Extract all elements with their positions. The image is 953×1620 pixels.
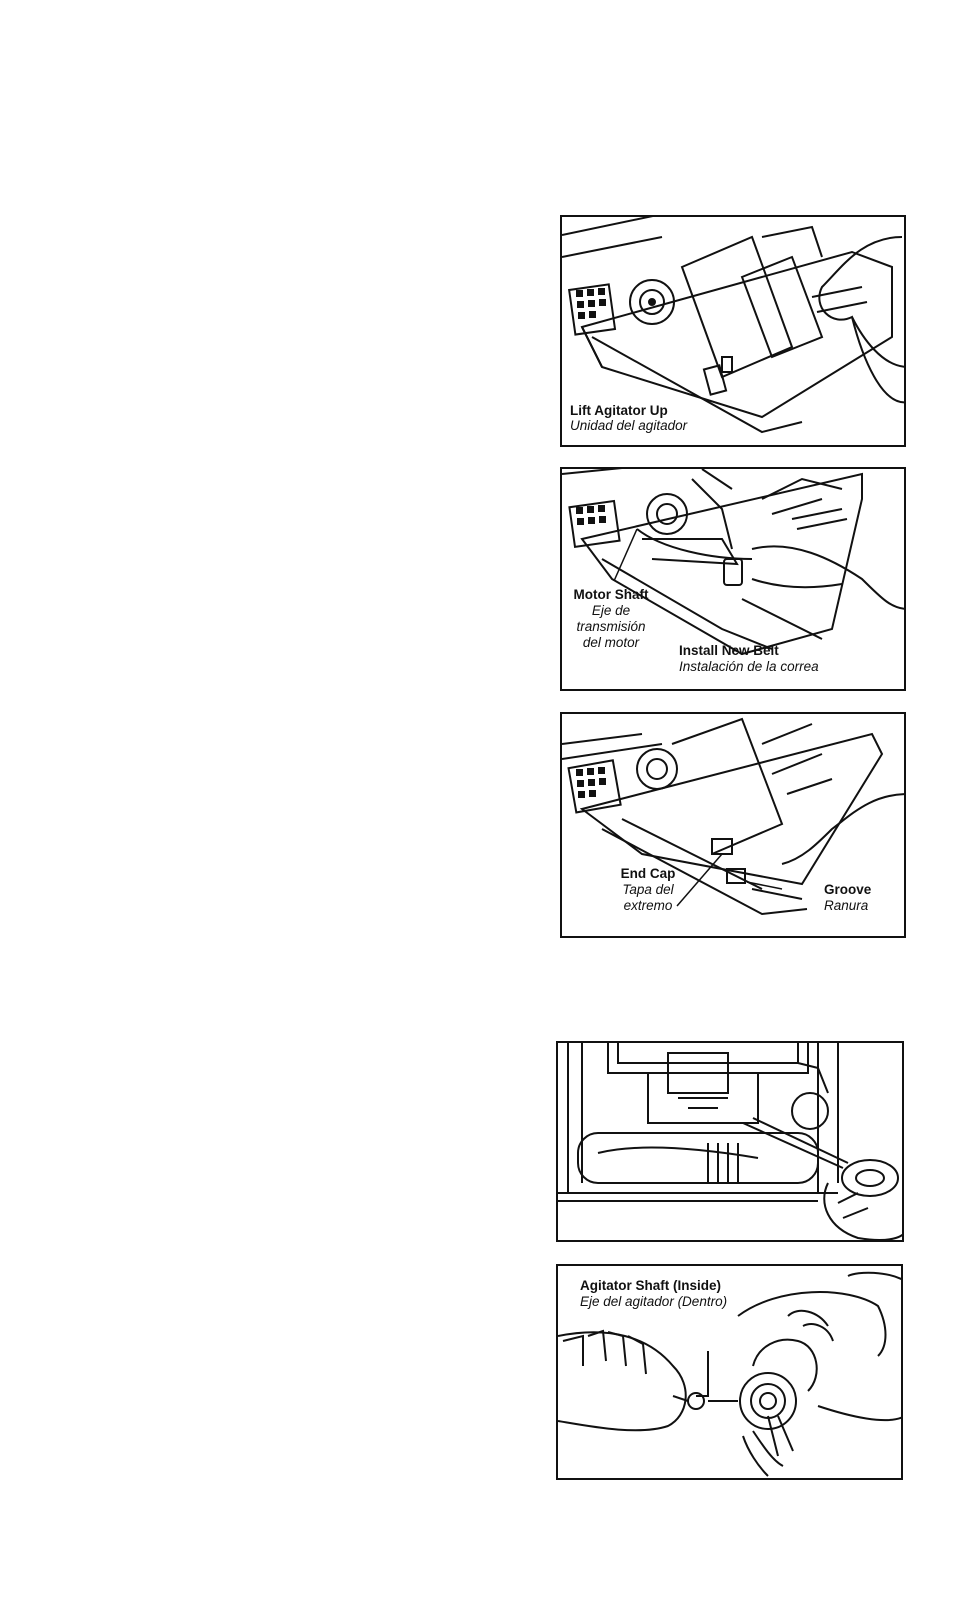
panel1-subtitle: Unidad del agitador	[570, 418, 687, 433]
panel3-groove-sub: Ranura	[824, 898, 868, 913]
panel2-shaft-sub3: del motor	[560, 635, 662, 650]
panel3-endcap-sub2: extremo	[608, 898, 688, 913]
panel3-endcap-sub1: Tapa del	[608, 882, 688, 897]
panel-lift-agitator: Lift Agitator Up Unidad del agitador	[560, 215, 906, 447]
panel1-title: Lift Agitator Up	[570, 403, 668, 418]
panel2-belt-title: Install New Belt	[679, 643, 779, 658]
panel5-subtitle: Eje del agitador (Dentro)	[580, 1294, 727, 1309]
panel5-title: Agitator Shaft (Inside)	[580, 1278, 721, 1293]
panel-install-belt: Motor Shaft Eje de transmisión del motor…	[560, 467, 906, 691]
panel2-shaft-sub2: transmisión	[560, 619, 662, 634]
panel-end-cap: End Cap Tapa del extremo Groove Ranura	[560, 712, 906, 938]
scissors-agitator-illustration	[558, 1043, 904, 1242]
panel2-shaft-sub1: Eje de	[560, 603, 662, 618]
panel3-groove-title: Groove	[824, 882, 871, 897]
panel2-shaft-title: Motor Shaft	[560, 587, 662, 602]
panel-cut-threads	[556, 1041, 904, 1242]
panel-agitator-shaft: Agitator Shaft (Inside) Eje del agitador…	[556, 1264, 903, 1480]
panel2-belt-sub: Instalación de la correa	[679, 659, 819, 674]
panel3-endcap-title: End Cap	[608, 866, 688, 881]
